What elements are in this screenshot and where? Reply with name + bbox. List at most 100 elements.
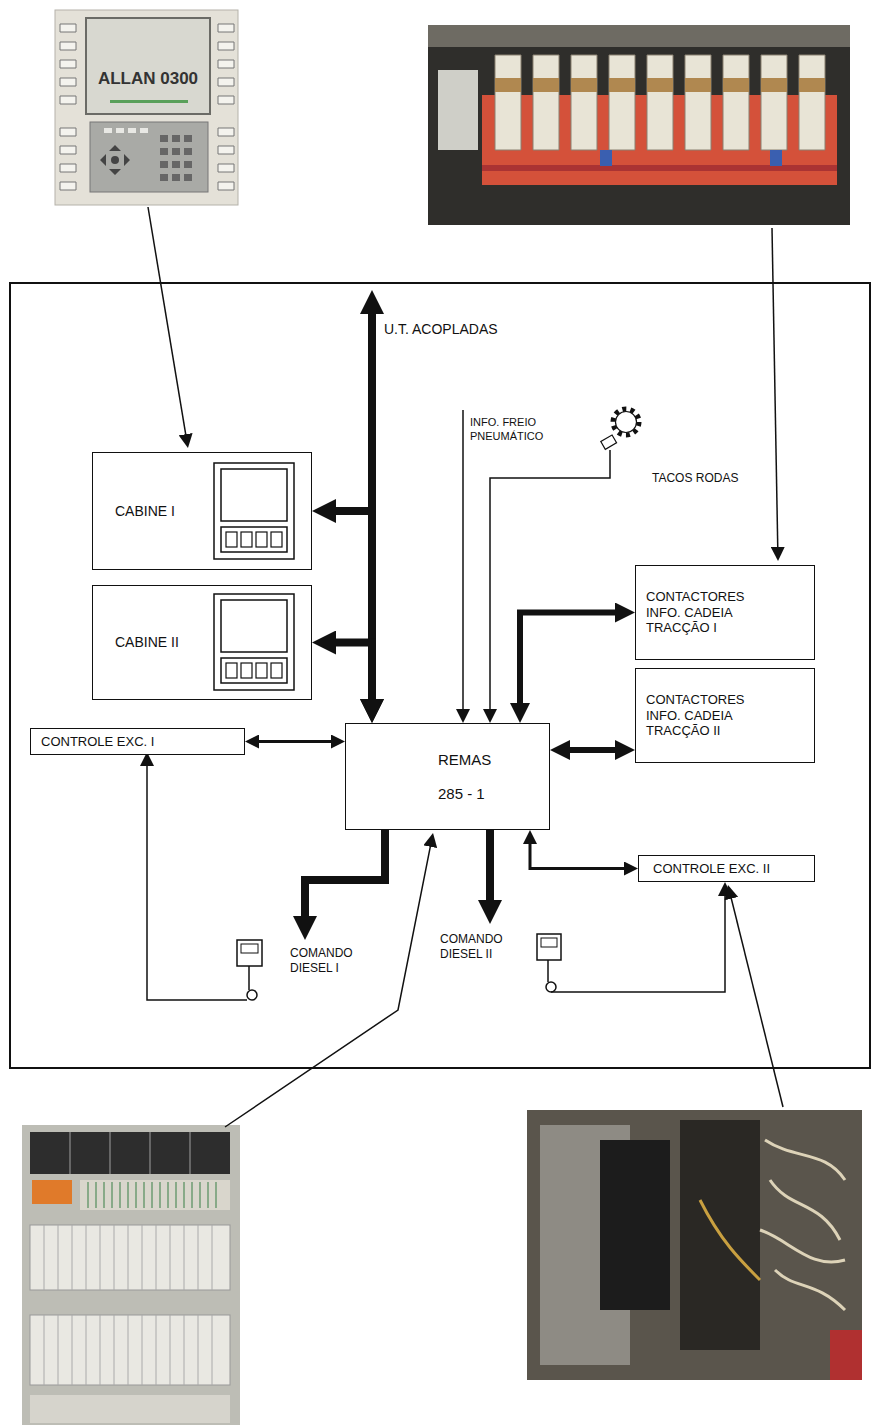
wheel-sensor-symbol — [601, 435, 617, 449]
control-photo — [527, 1110, 862, 1380]
contactor-photo — [438, 70, 478, 150]
screen-icon — [221, 600, 287, 652]
signal-arrow — [462, 410, 464, 715]
node-label: CABINE II — [115, 634, 179, 651]
contactor-photo — [770, 150, 782, 166]
screen-icon — [241, 532, 252, 547]
screen-icon — [241, 663, 252, 678]
command-arrow — [486, 830, 494, 910]
screen-icon — [221, 527, 287, 552]
screen-text: ALLAN 0300 — [88, 68, 208, 89]
wheel-sensor-symbol — [616, 412, 637, 433]
contactor-photo — [495, 78, 825, 92]
cabinet-photo — [70, 1132, 190, 1174]
node-label: 285 - 1 — [438, 785, 491, 803]
lever-symbol — [546, 982, 556, 992]
cabin-box: CABINE II — [92, 585, 312, 700]
lever-symbol — [237, 940, 262, 966]
lever-wire — [551, 890, 725, 992]
command-label: COMANDO DIESEL I — [290, 946, 365, 976]
screen-icon — [226, 532, 237, 547]
wheel-sensor-symbol — [601, 409, 639, 449]
screen-icon — [221, 469, 287, 521]
node-text-group: CONTACTORES INFO. CADEIA TRACÇÃO I — [646, 589, 761, 636]
cabinet-photo — [22, 1125, 240, 1425]
cabinet-photo — [30, 1132, 230, 1174]
screen-icon — [214, 463, 294, 559]
node-label: CONTACTORES INFO. CADEIA TRACÇÃO II — [646, 692, 761, 739]
panel-photo — [110, 100, 188, 103]
connector — [326, 511, 372, 709]
controller-box: REMAS 285 - 1 — [345, 723, 550, 830]
control-photo — [830, 1330, 862, 1380]
panel-photo — [100, 145, 130, 175]
panel-photo — [86, 18, 210, 114]
command-label: COMANDO DIESEL II — [440, 932, 520, 962]
command-label: COMANDO DIESEL I — [290, 946, 365, 976]
leader-arrow — [225, 841, 431, 1127]
bus-label: U.T. ACOPLADAS — [384, 321, 498, 339]
lever-symbol — [537, 934, 561, 992]
connector — [520, 613, 623, 712]
wheel-sensor-symbol — [613, 409, 639, 435]
panel-photo — [55, 10, 238, 205]
cabin-box: CABINE I — [92, 452, 312, 570]
contactor-photo — [600, 150, 612, 166]
node-label: CONTROLE EXC. II — [653, 861, 770, 877]
connector — [326, 643, 372, 709]
control-photo — [680, 1120, 760, 1350]
node-text-group: CONTROLE EXC. II — [653, 861, 770, 877]
control-photo — [760, 1140, 845, 1310]
contactor-photo — [428, 25, 850, 225]
screen-icon — [214, 594, 294, 690]
lever-symbol — [537, 934, 561, 960]
cabinet-photo — [22, 1125, 240, 1425]
leader-arrow — [148, 207, 187, 440]
command-label: COMANDO DIESEL II — [440, 932, 520, 962]
control-box: CONTROLE EXC. II — [638, 855, 815, 882]
cabinet-photo — [80, 1180, 230, 1210]
node-label: CONTROLE EXC. I — [41, 734, 154, 750]
lever-symbol — [241, 944, 258, 953]
contactor-box: CONTACTORES INFO. CADEIA TRACÇÃO I — [635, 565, 815, 660]
node-label: CABINE I — [115, 503, 175, 520]
sensor-label: TACOS RODAS — [652, 471, 738, 486]
panel-photo — [160, 135, 192, 181]
node-text-group: CABINE I — [115, 503, 175, 520]
cabinet-photo — [30, 1315, 230, 1385]
diagram-frame — [10, 283, 870, 1068]
panel-photo — [90, 122, 208, 192]
panel-photo — [55, 10, 238, 205]
signal-label: INFO. FREIO PNEUMÁTICO — [470, 416, 570, 444]
connector — [530, 838, 630, 868]
screen-text: ALLAN 0300 — [88, 68, 208, 89]
screen-icon — [221, 658, 287, 683]
screen-icon — [271, 532, 282, 547]
control-box: CONTROLE EXC. I — [30, 728, 245, 755]
lever-symbol — [547, 960, 549, 982]
signal-label: INFO. FREIO PNEUMÁTICO — [470, 416, 570, 444]
cabinet-photo — [32, 1180, 72, 1204]
node-label: REMAS — [438, 751, 491, 769]
contactor-photo — [482, 165, 837, 171]
sensor-wire — [490, 450, 610, 715]
panel-photo — [111, 156, 119, 164]
screen-icon — [256, 532, 267, 547]
bus-arrow — [368, 304, 376, 520]
lever-symbol — [541, 938, 557, 947]
lever-wire — [147, 760, 247, 1000]
sensor-label: TACOS RODAS — [652, 471, 738, 486]
contactor-photo — [495, 55, 825, 150]
screen-icon — [256, 663, 267, 678]
contactor-photo — [428, 25, 850, 47]
command-arrow — [305, 830, 385, 926]
connector — [562, 747, 623, 753]
control-photo — [600, 1140, 670, 1310]
cabinet-photo — [44, 1225, 212, 1385]
contactor-photo — [428, 25, 850, 225]
bus-label: U.T. ACOPLADAS — [384, 321, 498, 339]
leader-arrow — [730, 893, 783, 1107]
cabinet-photo — [88, 1182, 216, 1208]
cabinet-photo — [30, 1225, 230, 1290]
